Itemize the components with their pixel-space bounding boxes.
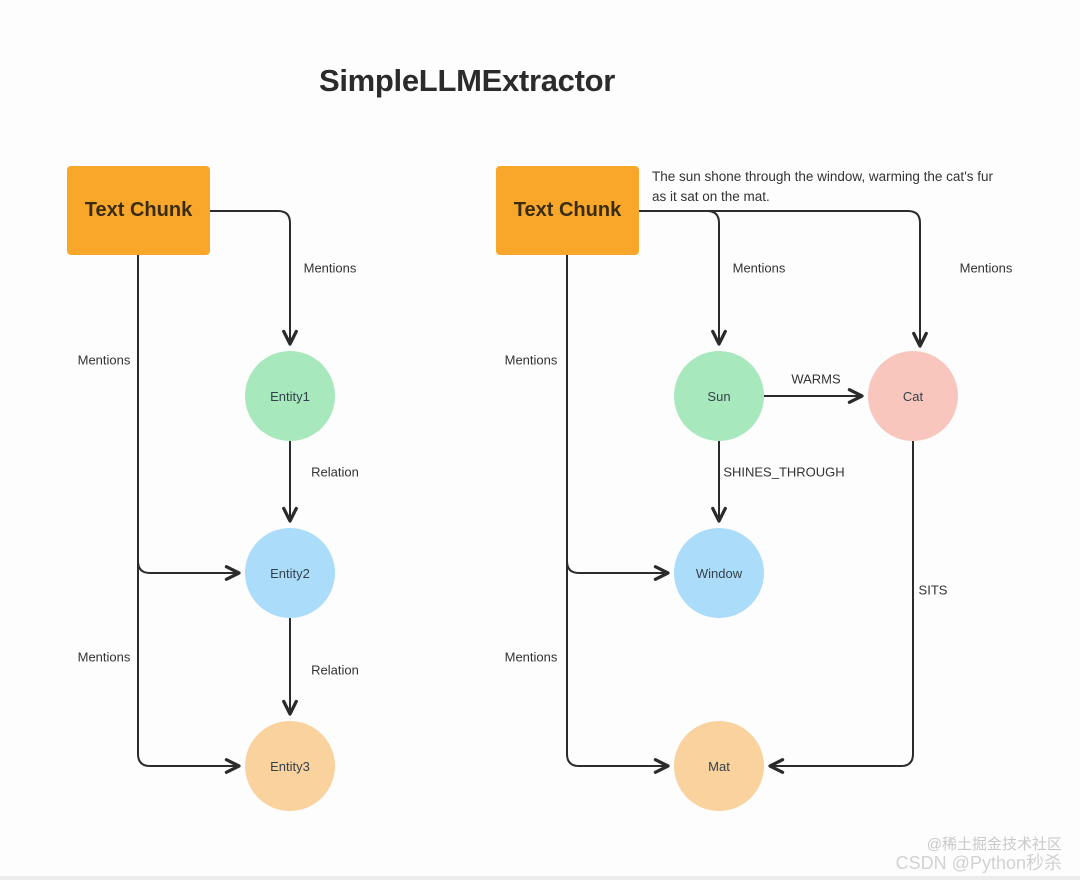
node-entity3-label: Entity3 [270, 758, 310, 774]
left-text-chunk-label: Text Chunk [84, 199, 193, 221]
right-text-chunk-label: Text Chunk [513, 199, 622, 221]
edge-left-chunk-to-entity2 [137, 255, 241, 581]
page-title: SimpleLLMExtractor [318, 63, 616, 98]
edge-right-chunk-to-sun [639, 210, 727, 346]
edge-left-chunk-to-entity3 [137, 255, 241, 774]
left-label-relation1: Relation [311, 464, 359, 480]
watermark: @稀土掘金技术社区 CSDN @Python秒杀 [896, 836, 1062, 874]
left-label-mentions-entity1: Mentions [303, 260, 357, 276]
right-label-sits: SITS [918, 582, 948, 598]
left-text-chunk-node: Text Chunk [67, 166, 210, 255]
node-sun: Sun [674, 351, 764, 441]
node-cat: Cat [868, 351, 958, 441]
left-label-relation2: Relation [311, 662, 359, 678]
edge-right-chunk-to-cat [639, 210, 928, 348]
node-entity2-label: Entity2 [270, 565, 310, 581]
edge-right-chunk-to-mat [566, 255, 670, 774]
node-entity3: Entity3 [245, 721, 335, 811]
node-cat-label: Cat [902, 388, 924, 404]
node-mat: Mat [674, 721, 764, 811]
watermark-line1: @稀土掘金技术社区 [926, 836, 1062, 854]
edge-left-chunk-to-entity1 [210, 210, 298, 346]
left-label-mentions-entity3: Mentions [77, 649, 131, 665]
node-mat-label: Mat [708, 758, 730, 774]
node-entity1: Entity1 [245, 351, 335, 441]
right-label-mentions-sun: Mentions [732, 260, 786, 276]
node-sun-label: Sun [707, 388, 731, 404]
edge-right-chunk-to-window [566, 255, 670, 581]
right-label-mentions-cat: Mentions [959, 260, 1013, 276]
node-entity2: Entity2 [245, 528, 335, 618]
node-window-label: Window [695, 565, 743, 581]
node-entity1-label: Entity1 [270, 388, 310, 404]
left-label-mentions-entity2: Mentions [77, 352, 131, 368]
watermark-line2: CSDN @Python秒杀 [895, 853, 1062, 874]
edge-cat-to-mat-sits [768, 441, 914, 774]
right-label-mentions-window: Mentions [504, 352, 558, 368]
right-text-chunk-node: Text Chunk [496, 166, 639, 255]
right-label-warms: WARMS [791, 371, 841, 387]
node-window: Window [674, 528, 764, 618]
bottom-strip [0, 876, 1080, 880]
source-sentence: The sun shone through the window, warmin… [652, 169, 994, 204]
right-label-shines-through: SHINES_THROUGH [723, 464, 845, 480]
right-label-mentions-mat: Mentions [504, 649, 558, 665]
